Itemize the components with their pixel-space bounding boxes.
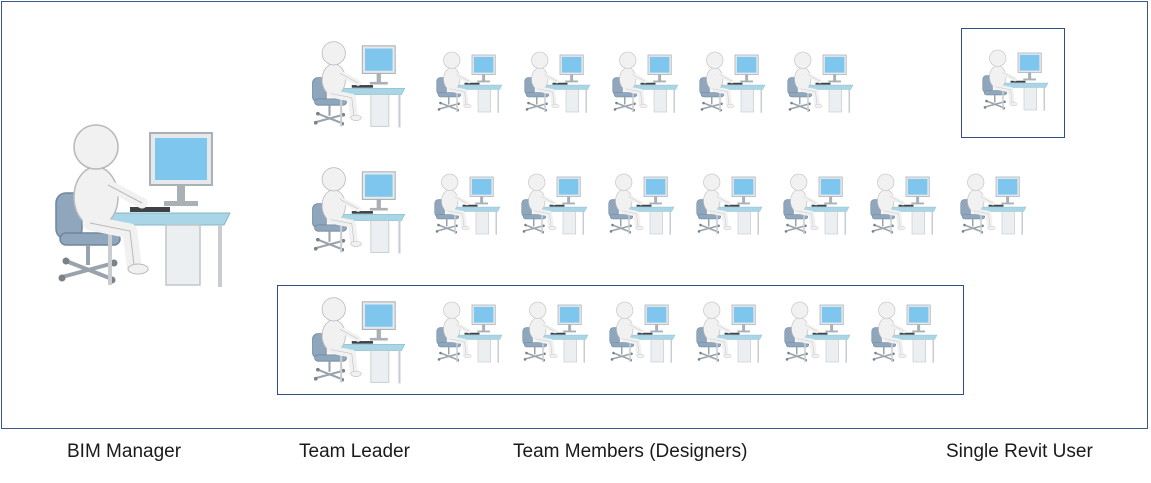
team-member-workstation: [603, 296, 678, 373]
team-member-workstation: [516, 296, 591, 373]
team-member-workstation: [690, 296, 765, 373]
team-member-workstation: [865, 296, 940, 373]
single-revit-user-workstation: [976, 44, 1051, 121]
bim-manager-workstation: [38, 110, 238, 305]
caption-single-user: Single Revit User: [946, 441, 1093, 462]
diagram-frame: [1, 1, 1148, 429]
team-member-workstation: [428, 168, 503, 245]
team-member-workstation: [690, 168, 765, 245]
team-member-workstation: [430, 296, 505, 373]
caption-team-leader: Team Leader: [299, 441, 410, 462]
team-member-workstation: [602, 168, 677, 245]
team-leader-workstation: [303, 34, 409, 139]
caption-team-members: Team Members (Designers): [513, 441, 748, 462]
caption-bim-manager: BIM Manager: [67, 441, 182, 462]
team-member-workstation: [606, 46, 681, 123]
team-member-workstation: [781, 46, 856, 123]
team-member-workstation: [518, 46, 593, 123]
team-leader-workstation: [303, 160, 409, 265]
team-group-box: [277, 285, 964, 395]
team-member-workstation: [778, 296, 853, 373]
team-member-workstation: [430, 46, 505, 123]
single-user-box: [961, 28, 1065, 138]
team-member-workstation: [693, 46, 768, 123]
team-member-workstation: [864, 168, 939, 245]
team-leader-workstation: [303, 290, 409, 395]
team-member-workstation: [515, 168, 590, 245]
team-member-workstation: [777, 168, 852, 245]
team-member-workstation: [954, 168, 1029, 245]
